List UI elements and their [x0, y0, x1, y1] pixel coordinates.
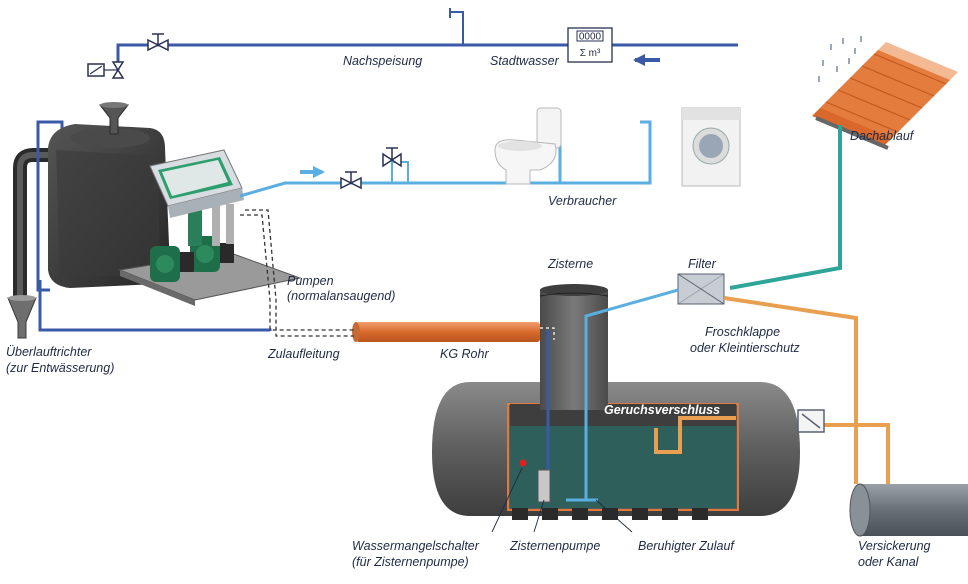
suction-line [38, 280, 272, 332]
label-ueberlauftrichter: Überlauftrichter [6, 345, 92, 359]
label-beruhigter-zulauf: Beruhigter Zulauf [638, 539, 735, 553]
label-filter: Filter [688, 257, 717, 271]
filter [677, 273, 725, 305]
control-cable [240, 214, 354, 331]
label-pumpen-sub: (normalansaugend) [287, 289, 395, 303]
flow-arrow-icon [633, 54, 645, 66]
consumer-line [239, 120, 652, 198]
pump-unit [48, 102, 302, 306]
water-meter: 0000 Σ m³ [567, 27, 613, 63]
label-stadtwasser: Stadtwasser [490, 54, 560, 68]
label-froschklappe: Froschklappe [705, 325, 780, 339]
valve-icon [382, 147, 402, 168]
label-dachablauf: Dachablauf [850, 129, 915, 143]
mains-water-line [116, 8, 738, 70]
overflow-line [723, 296, 858, 484]
label-ueberlauftrichter-sub: (zur Entwässerung) [6, 361, 114, 375]
label-versickerung-sub: oder Kanal [858, 555, 920, 569]
drain-pipe [849, 483, 968, 537]
meter-counter: 0000 [579, 32, 602, 43]
label-zisterne: Zisterne [547, 257, 593, 271]
downpipe [729, 125, 842, 290]
flap-valve [797, 409, 825, 433]
label-geruchsverschluss: Geruchsverschluss [604, 403, 720, 417]
label-wassermangelschalter: Wassermangelschalter [352, 539, 480, 553]
cistern-pump [519, 459, 551, 503]
valve-icon [147, 33, 169, 52]
label-nachspeisung: Nachspeisung [343, 54, 422, 68]
solenoid-valve-icon [87, 61, 125, 79]
label-zisternenpumpe: Zisternenpumpe [509, 539, 600, 553]
rain-icon [818, 36, 862, 82]
label-pumpen: Pumpen [287, 274, 334, 288]
overflow-pipe [13, 148, 62, 298]
leader-lines [491, 467, 633, 533]
overflow-funnel [7, 295, 37, 339]
label-versickerung: Versickerung [858, 539, 931, 553]
label-froschklappe-sub: oder Kleintierschutz [690, 341, 801, 355]
meter-unit: Σ m³ [580, 48, 601, 59]
label-verbraucher: Verbraucher [548, 194, 617, 208]
label-kg-rohr: KG Rohr [440, 347, 489, 361]
odor-trap [654, 416, 736, 454]
cistern [432, 284, 800, 520]
water-shortage-switch-icon [519, 459, 527, 467]
valve-icon [340, 171, 362, 190]
kg-pipe [352, 322, 540, 342]
inflow-line [584, 288, 679, 500]
label-wassermangelschalter-sub: (für Zisternenpumpe) [352, 555, 469, 569]
roof-icon [812, 42, 958, 150]
washing-machine-icon [681, 107, 741, 187]
label-zulaufleitung: Zulaufleitung [267, 347, 340, 361]
flow-arrow-icon [313, 166, 325, 178]
toilet-icon [494, 107, 562, 185]
